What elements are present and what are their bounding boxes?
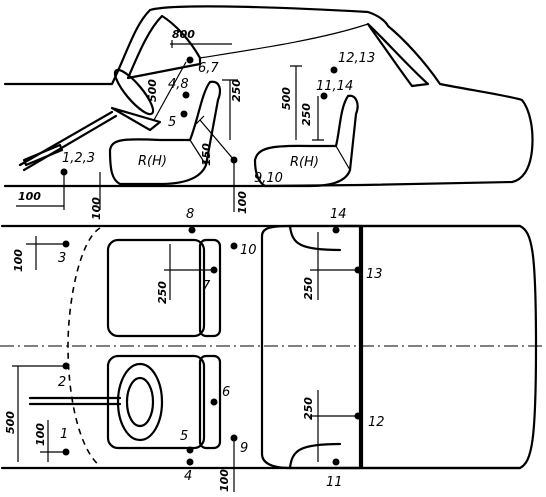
front-seat-right-back	[198, 238, 222, 338]
dim-500-rear: 500	[280, 87, 293, 110]
roof-line	[199, 23, 369, 59]
dim-150: 150	[200, 143, 213, 166]
side-view: R(H) R(H) 1,2,3 6,7 4,8 5 9,10 12,13 11,…	[3, 5, 534, 220]
dim-100-c: 100	[236, 191, 249, 214]
dim-250-top-rear-lower: 250	[302, 397, 315, 420]
dim-100-b: 100	[90, 197, 103, 220]
label-6: 6	[222, 385, 230, 400]
label-14: 14	[330, 207, 347, 222]
label-2: 2	[58, 375, 66, 390]
label-9: 9	[240, 441, 248, 456]
steering-shaft-top	[28, 396, 122, 406]
point-11-14-side	[320, 92, 328, 100]
dim-150-line	[195, 115, 235, 161]
top-view: 1 2 3 4 5 6 7 8 9 10 11 12 13 14 100 250	[0, 207, 546, 492]
dim-100-a: 100	[18, 190, 41, 203]
dim-250-rear-upper-line	[310, 232, 358, 300]
dim-800: 800	[172, 28, 195, 41]
dim-100-d-line	[26, 236, 66, 270]
label-5-top: 5	[180, 429, 188, 444]
dim-250-front: 250	[230, 79, 243, 102]
dim-100-left-line	[40, 420, 66, 462]
dim-250-top-front: 250	[156, 281, 169, 304]
steering-wheel-side	[113, 68, 155, 116]
dim-250-rear-line	[312, 96, 324, 141]
rear-seat-fold	[335, 145, 351, 171]
dim-250-top-rear-upper: 250	[302, 277, 315, 300]
point-12-13-side	[330, 66, 338, 74]
label-11: 11	[326, 475, 343, 490]
label-12-13: 12,13	[338, 51, 375, 66]
label-5: 5	[168, 115, 176, 130]
label-13: 13	[366, 267, 383, 282]
label-4: 4	[184, 469, 192, 484]
point-4-8-side	[182, 91, 190, 99]
side-window	[366, 22, 430, 88]
rear-bench	[260, 224, 364, 470]
rear-bench-cushion-upper	[288, 224, 342, 470]
label-10: 10	[240, 243, 257, 258]
front-seat-left-back	[198, 354, 222, 450]
pedal	[22, 143, 64, 167]
rear-shelf	[360, 224, 522, 470]
label-8: 8	[186, 207, 194, 222]
label-1-2-3: 1,2,3	[62, 151, 95, 166]
dim-100-a-line	[16, 172, 65, 210]
label-1: 1	[60, 427, 68, 442]
dashboard-edge	[67, 227, 101, 467]
dim-500-front: 500	[146, 79, 159, 102]
front-seat-left	[106, 354, 206, 450]
dim-500-left: 500	[4, 411, 17, 434]
dim-100-d: 100	[12, 249, 25, 272]
label-11-14: 11,14	[316, 79, 353, 94]
point-8	[188, 226, 196, 234]
point-5-side	[180, 110, 188, 118]
label-9-10: 9,10	[254, 171, 283, 186]
dim-250-rear-lower-line	[310, 390, 358, 462]
steering-wheel-top	[116, 362, 164, 442]
dim-100-left: 100	[34, 423, 47, 446]
point-6-7-side	[186, 56, 194, 64]
dim-500-left-line	[12, 365, 66, 462]
point-5-top	[186, 446, 194, 454]
dim-250-front-line	[222, 79, 238, 140]
label-6-7: 6,7	[198, 61, 219, 76]
dim-250-rear: 250	[300, 103, 313, 126]
dim-500-front-line	[153, 61, 187, 121]
dim-100-bottom: 100	[218, 469, 231, 492]
label-7: 7	[202, 279, 211, 294]
point-6	[210, 398, 218, 406]
rear-seat-label: R(H)	[290, 155, 319, 170]
dim-800-line	[170, 40, 232, 48]
label-3: 3	[58, 251, 66, 266]
point-10	[230, 242, 238, 250]
car-body-top-outline	[0, 224, 538, 470]
front-seat-label: R(H)	[138, 154, 167, 169]
rear-bench-back	[338, 224, 362, 470]
label-12: 12	[368, 415, 385, 430]
front-seat-fold	[189, 139, 207, 166]
front-seat-right	[106, 238, 206, 338]
label-4-8: 4,8	[168, 77, 189, 92]
point-4	[186, 458, 194, 466]
car-body-outline	[3, 5, 534, 188]
point-11	[332, 458, 340, 466]
point-14	[332, 226, 340, 234]
windshield	[126, 14, 202, 80]
steering-wheel-inner	[125, 376, 155, 428]
front-seat	[108, 80, 221, 186]
dim-250-top-front-line	[164, 244, 214, 300]
rear-seat	[253, 94, 359, 188]
dim-500-rear-line	[290, 65, 302, 140]
